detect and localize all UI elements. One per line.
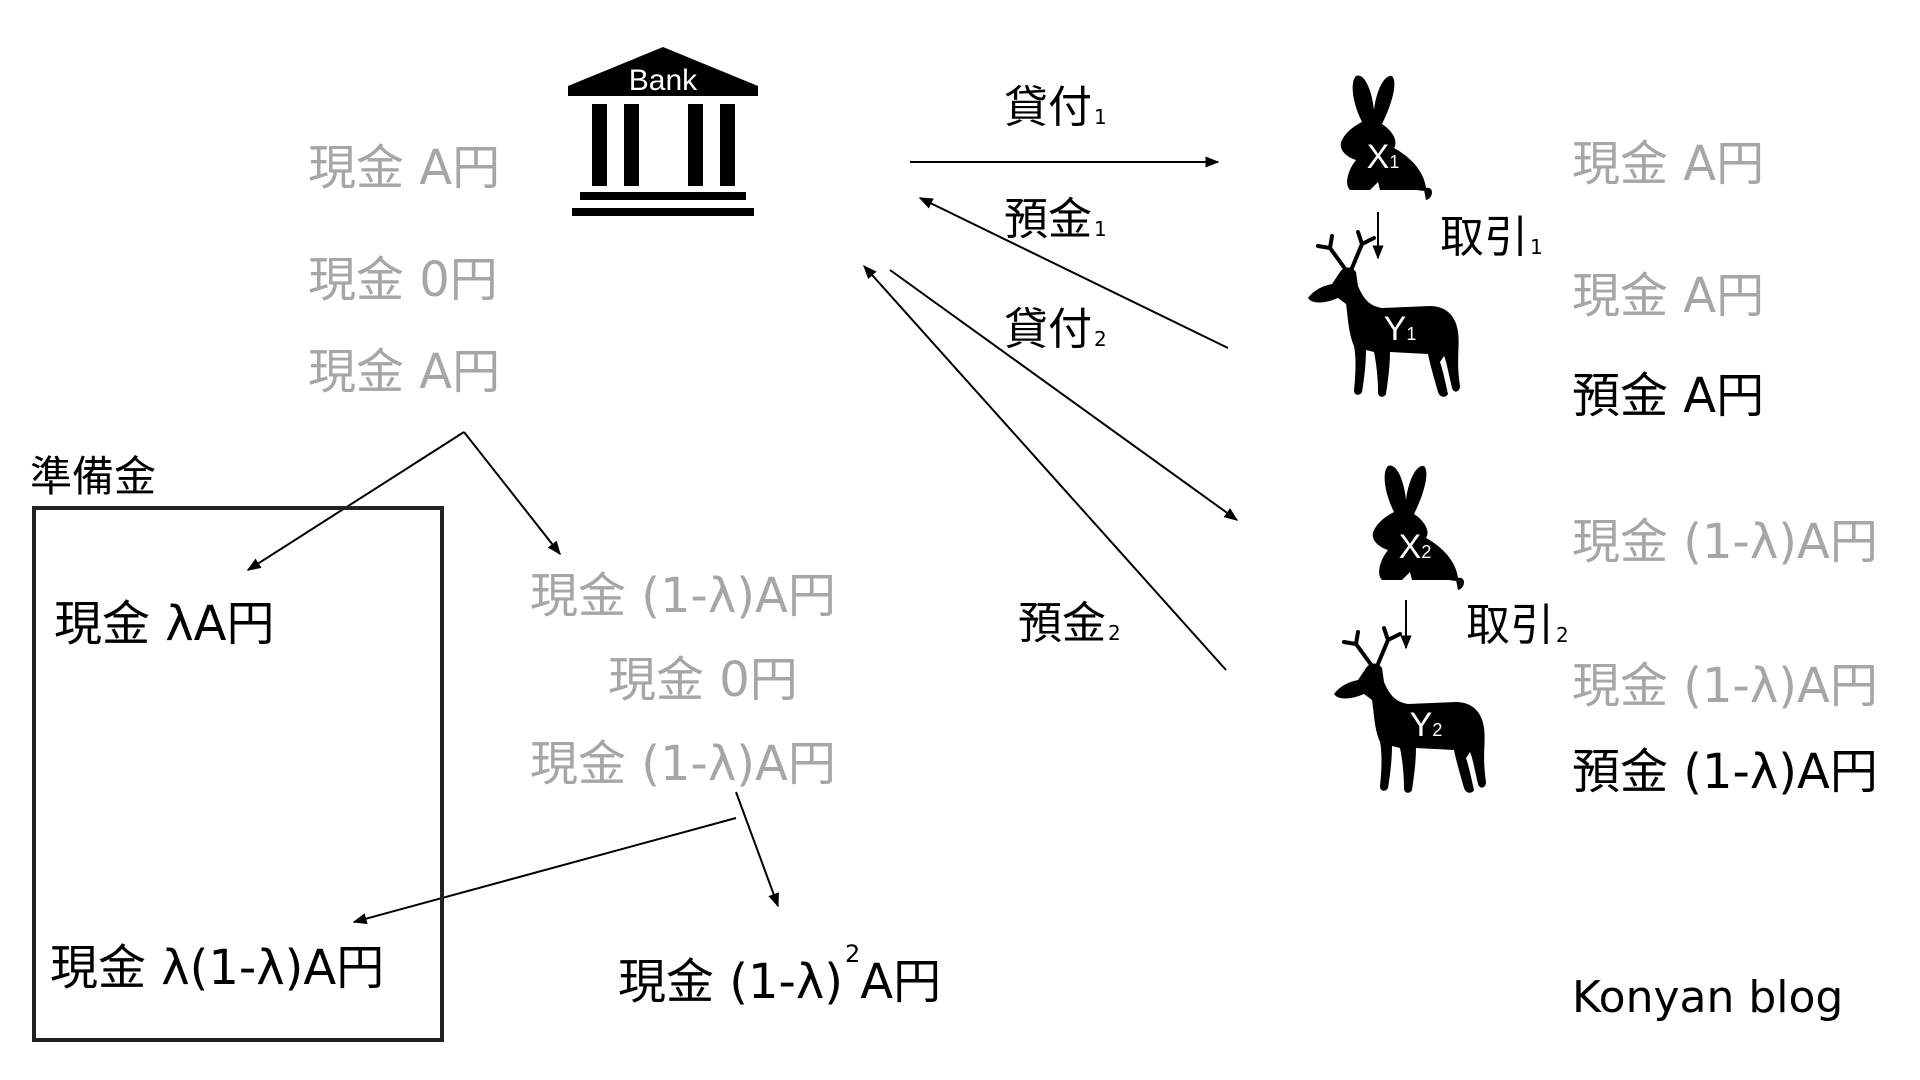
arrow-split1-reserve — [246, 431, 465, 571]
reserve-title: 準備金 — [30, 452, 157, 501]
arrow-deposit1 — [918, 197, 1229, 349]
credit-text: Konyan blog — [1572, 972, 1844, 1023]
reserve-cash1: 現金 λA円 — [54, 596, 275, 652]
arrow-split2-next — [735, 791, 779, 908]
deer-y2-icon: Y2 — [1334, 626, 1486, 793]
y2-deposit: 預金 (1-λ)A円 — [1572, 744, 1878, 800]
bank-cash-step3: 現金 A円 — [308, 344, 501, 400]
y1-deposit: 預金 A円 — [1572, 368, 1765, 424]
bank-cash-r2-step2: 現金 0円 — [608, 652, 798, 708]
deer-y1-icon: Y1 — [1308, 230, 1460, 397]
arrow-deposit2 — [863, 264, 1227, 671]
y2-cash: 現金 (1-λ)A円 — [1572, 658, 1878, 714]
x2-cash: 現金 (1-λ)A円 — [1572, 514, 1878, 570]
bank-cash-step1: 現金 A円 — [308, 140, 501, 196]
reserve-cash2: 現金 λ(1-λ)A円 — [50, 940, 385, 996]
rabbit-x1-icon: X1 — [1340, 75, 1432, 200]
svg-text:Y1: Y1 — [1384, 310, 1417, 348]
y1-cash: 現金 A円 — [1572, 268, 1765, 324]
reserve-box — [32, 506, 444, 1042]
bank-cash-r2-step1: 現金 (1-λ)A円 — [530, 568, 836, 624]
svg-text:X1: X1 — [1367, 138, 1400, 176]
bank-label: Bank — [629, 64, 698, 97]
svg-text:X2: X2 — [1399, 528, 1432, 566]
bank-cash-r2-step3: 現金 (1-λ)A円 — [530, 736, 836, 792]
arrow-loan2 — [889, 269, 1239, 521]
arrow-split1-next — [463, 431, 561, 556]
bank-icon: Bank — [568, 47, 758, 216]
arrow-split2-reserve — [352, 817, 737, 925]
rabbit-x2-icon: X2 — [1372, 465, 1464, 590]
svg-text:Y2: Y2 — [1410, 706, 1443, 744]
bank-cash-r2-result: 現金 (1-λ)2A円 — [618, 940, 942, 1010]
bank-cash-step2: 現金 0円 — [308, 252, 498, 308]
x1-cash: 現金 A円 — [1572, 136, 1765, 192]
